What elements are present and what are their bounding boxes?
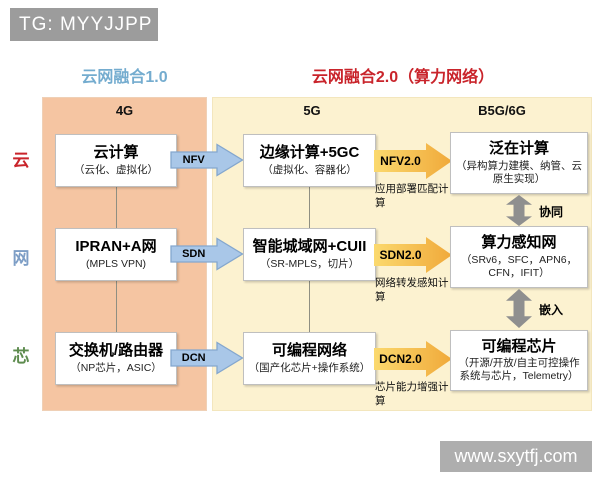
column-header-b5g-6g: B5G/6G (478, 103, 526, 118)
node-smart-man-cuii: 智能城域网+CUII （SR-MPLS，切片） (243, 228, 376, 281)
connector-line (309, 281, 310, 332)
row-label-network: 网 (12, 249, 30, 268)
arrow-nfv-2-0: NFV2.0 (374, 143, 452, 179)
column-header-4g: 4G (115, 103, 134, 118)
node-title: 可编程芯片 (481, 337, 557, 355)
link-label-embed: 嵌入 (539, 303, 564, 317)
arrow-label: DCN (181, 352, 206, 364)
node-title: 交换机/路由器 (68, 342, 164, 360)
node-title: 泛在计算 (488, 140, 549, 158)
node-title: 边缘计算+5GC (259, 144, 360, 162)
arrow-note: 网络转发感知计算 (375, 277, 449, 303)
title-cloud-network-2-0: 云网融合2.0（算力网络） (311, 69, 495, 86)
node-subtitle: （NP芯片，ASIC） (70, 361, 162, 374)
node-cloud-computing: 云计算 （云化、虚拟化） (55, 134, 177, 187)
node-ipran-a-net: IPRAN+A网 (MPLS VPN) (55, 228, 177, 281)
right-arrow-icon (170, 341, 244, 375)
watermark-bottom-banner: www.sxytfj.com (440, 441, 592, 472)
node-subtitle: （虚拟化、容器化） (262, 163, 357, 176)
arrow-label: SDN2.0 (379, 248, 422, 262)
connector-line (116, 187, 117, 228)
double-arrow-icon (506, 289, 532, 328)
node-programmable-network: 可编程网络 （国产化芯片+操作系统） (243, 332, 376, 385)
arrow-dcn: DCN (170, 341, 244, 375)
node-programmable-chip: 可编程芯片 （开源/开放/自主可控操作系统与芯片，Telemetry） (450, 330, 588, 391)
right-arrow-icon (374, 143, 452, 179)
node-title: 可编程网络 (271, 342, 347, 360)
right-arrow-icon (374, 237, 452, 273)
arrow-dcn-2-0: DCN2.0 (374, 341, 452, 377)
arrow-nfv: NFV (170, 143, 244, 177)
watermark-top-banner: TG: MYYJJPP (10, 8, 158, 41)
node-edge-computing-5gc: 边缘计算+5GC （虚拟化、容器化） (243, 134, 376, 187)
right-arrow-icon (170, 143, 244, 177)
arrow-label: DCN2.0 (379, 352, 422, 366)
node-subtitle: （云化、虚拟化） (74, 163, 158, 176)
node-title: IPRAN+A网 (75, 238, 157, 256)
right-arrow-icon (170, 237, 244, 271)
node-subtitle: (MPLS VPN) (85, 257, 147, 270)
node-subtitle: （SR-MPLS，切片） (259, 257, 360, 270)
node-subtitle: （国产化芯片+操作系统） (248, 361, 371, 374)
arrow-label: NFV (182, 154, 205, 166)
arrow-note: 应用部署匹配计算 (375, 183, 449, 209)
row-label-chip: 芯 (12, 347, 30, 366)
double-arrow-icon (506, 195, 532, 226)
node-title: 智能城域网+CUII (252, 238, 367, 256)
node-subtitle: （开源/开放/自主可控操作系统与芯片，Telemetry） (458, 357, 580, 383)
link-label-synergy: 协同 (539, 205, 564, 219)
node-title: 云计算 (93, 144, 139, 162)
node-ubiquitous-computing: 泛在计算 （异构算力建模、纳管、云原生实现） (450, 132, 588, 194)
right-arrow-icon (374, 341, 452, 377)
arrow-sdn: SDN (170, 237, 244, 271)
title-cloud-network-1-0: 云网融合1.0 (81, 69, 168, 86)
node-computing-aware-network: 算力感知网 （SRv6，SFC，APN6，CFN，IFIT） (450, 226, 588, 288)
arrow-label: NFV2.0 (380, 154, 421, 168)
node-title: 算力感知网 (481, 234, 557, 252)
connector-line (309, 187, 310, 228)
arrow-label: SDN (182, 248, 206, 260)
node-subtitle: （异构算力建模、纳管、云原生实现） (456, 159, 582, 185)
column-header-5g: 5G (303, 103, 321, 118)
arrow-sdn-2-0: SDN2.0 (374, 237, 452, 273)
node-subtitle: （SRv6，SFC，APN6，CFN，IFIT） (460, 253, 578, 279)
node-switch-router: 交换机/路由器 （NP芯片，ASIC） (55, 332, 177, 385)
arrow-note: 芯片能力增强计算 (375, 381, 449, 407)
row-label-cloud: 云 (12, 151, 30, 170)
connector-line (116, 281, 117, 332)
